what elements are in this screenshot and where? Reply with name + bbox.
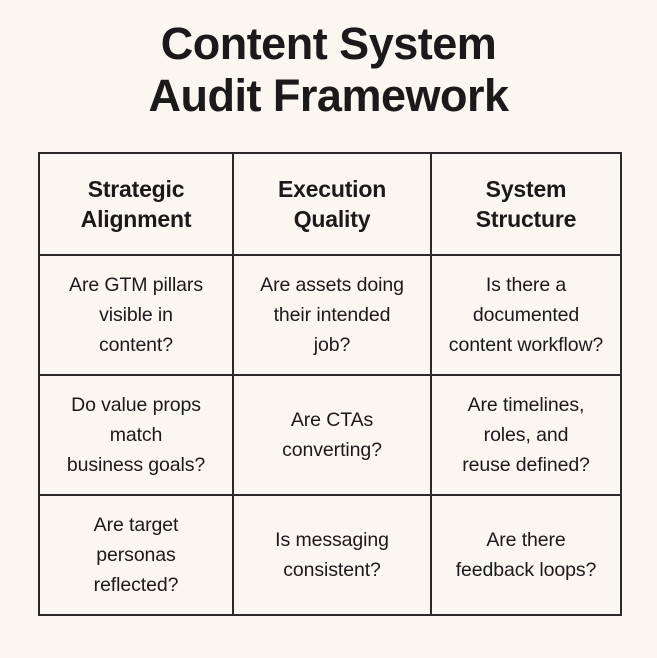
- table-row: Are GTM pillars visible in content? Are …: [38, 254, 622, 376]
- table-body: Are GTM pillars visible in content? Are …: [38, 254, 622, 616]
- cell-line-2: converting?: [282, 439, 382, 461]
- cell-line-2: personas: [96, 544, 176, 566]
- cell-line-2: match: [109, 424, 163, 446]
- table-cell: Do value props match business goals?: [38, 374, 234, 496]
- cell-line-2: consistent?: [283, 559, 381, 581]
- audit-framework-table: Strategic Alignment Execution Quality Sy…: [38, 152, 622, 616]
- column-header-strategic-alignment: Strategic Alignment: [38, 152, 234, 256]
- table-cell: Are GTM pillars visible in content?: [38, 254, 234, 376]
- cell-line-1: Are assets doing: [260, 274, 404, 296]
- cell-line-1: Is messaging: [275, 529, 389, 551]
- cell-line-3: reuse defined?: [462, 454, 590, 476]
- table-cell: Are CTAs converting?: [232, 374, 432, 496]
- table-cell: Are assets doing their intended job?: [232, 254, 432, 376]
- column-header-line-1: System: [485, 176, 567, 202]
- table-cell: Is messaging consistent?: [232, 494, 432, 616]
- cell-line-2: their intended: [273, 304, 391, 326]
- cell-line-1: Is there a: [485, 274, 567, 296]
- table-cell: Are there feedback loops?: [430, 494, 622, 616]
- cell-line-3: job?: [313, 334, 351, 356]
- page-title-line-2: Audit Framework: [148, 70, 509, 121]
- table-row: Are target personas reflected? Is messag…: [38, 494, 622, 616]
- column-header-execution-quality: Execution Quality: [232, 152, 432, 256]
- column-header-line-2: Structure: [475, 206, 577, 232]
- table-header-row: Strategic Alignment Execution Quality Sy…: [38, 152, 622, 256]
- page-title-line-1: Content System: [160, 18, 497, 69]
- table-cell: Is there a documented content workflow?: [430, 254, 622, 376]
- column-header-line-2: Alignment: [80, 206, 192, 232]
- cell-line-2: documented: [472, 304, 580, 326]
- cell-line-3: business goals?: [66, 454, 206, 476]
- cell-line-3: content?: [98, 334, 173, 356]
- column-header-system-structure: System Structure: [430, 152, 622, 256]
- cell-line-3: reflected?: [93, 574, 179, 596]
- table-row: Do value props match business goals? Are…: [38, 374, 622, 496]
- column-header-line-1: Strategic: [87, 176, 185, 202]
- cell-line-1: Are GTM pillars: [69, 274, 203, 296]
- cell-line-1: Are there: [486, 529, 566, 551]
- table-header: Strategic Alignment Execution Quality Sy…: [38, 152, 622, 256]
- cell-line-2: roles, and: [483, 424, 569, 446]
- table-cell: Are target personas reflected?: [38, 494, 234, 616]
- table-cell: Are timelines, roles, and reuse defined?: [430, 374, 622, 496]
- cell-line-3: content workflow?: [448, 334, 604, 356]
- page-title: Content System Audit Framework: [0, 0, 657, 122]
- cell-line-1: Are target: [93, 514, 179, 536]
- column-header-line-2: Quality: [293, 206, 371, 232]
- column-header-line-1: Execution: [277, 176, 387, 202]
- cell-line-1: Are timelines,: [467, 394, 585, 416]
- cell-line-2: feedback loops?: [455, 559, 597, 581]
- cell-line-1: Are CTAs: [290, 409, 374, 431]
- cell-line-2: visible in: [99, 304, 173, 326]
- cell-line-1: Do value props: [71, 394, 201, 416]
